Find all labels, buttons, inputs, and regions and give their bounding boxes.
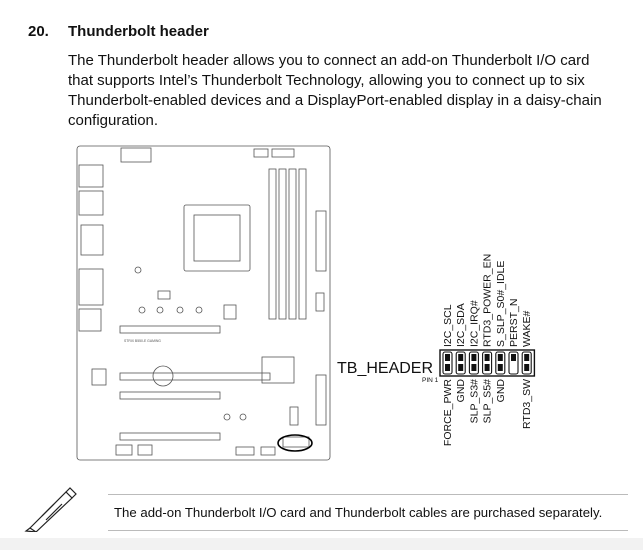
board-outline: [76, 145, 331, 461]
pin: [484, 364, 490, 371]
description-line: configuration.: [68, 112, 159, 129]
pin-cell: [468, 351, 479, 375]
header: [289, 406, 299, 426]
cpu-socket: [183, 204, 251, 272]
screw-hole: [176, 306, 184, 314]
description-line: that supports Intel’s Thunderbolt Techno…: [68, 72, 585, 89]
motherboard-illustration: STRIX B550-E GAMING: [76, 145, 331, 461]
top-pin-label: I2C_SCL: [442, 304, 454, 347]
top-pin-label: I2C_SDA: [455, 303, 467, 347]
top-pin-label: S_SLP_S0#_IDLE: [495, 261, 507, 347]
rear-io-block: [78, 164, 104, 188]
pcie-slot: [119, 432, 221, 441]
pin-array: [439, 349, 536, 377]
rear-io-block: [78, 268, 104, 306]
pin: [497, 354, 503, 361]
rear-io-block: [78, 190, 104, 216]
bottom-pin-label: SLP_S3#: [468, 379, 480, 424]
pin: [471, 364, 477, 371]
section-number: 20.: [28, 23, 49, 40]
bottom-pin-label: FORCE_PWR: [442, 379, 454, 447]
header: [260, 446, 276, 456]
pin: [445, 364, 450, 371]
pin-cell: [482, 351, 493, 375]
pin1-label: PIN 1: [422, 377, 439, 384]
cpu-socket-inner: [193, 214, 241, 262]
pcie-slot: [119, 325, 221, 334]
screw-hole: [138, 306, 146, 314]
audio-chip: [91, 368, 107, 386]
tb-header-callout: [277, 434, 313, 452]
note-top-rule: [108, 494, 628, 495]
description-line: Thunderbolt-enabled devices and a Displa…: [68, 92, 602, 109]
chipset: [261, 356, 295, 384]
rear-io-block: [78, 308, 102, 332]
description-line: The Thunderbolt header allows you to con…: [68, 52, 590, 69]
dimm-slot: [288, 168, 297, 320]
header: [235, 446, 255, 456]
bottom-pin-label: GND: [495, 379, 507, 403]
screw-hole: [239, 413, 247, 421]
pin: [524, 354, 530, 361]
dimm-slot: [268, 168, 277, 320]
pin-cell: [508, 351, 519, 375]
note-bottom-rule: [108, 530, 628, 531]
dimm-slot: [278, 168, 287, 320]
bottom-pin-label: RTD3_SW: [521, 379, 533, 429]
pin-cell: [521, 351, 532, 375]
pin: [484, 354, 490, 361]
pen-icon: [24, 487, 77, 532]
fan-header: [253, 148, 269, 158]
pin: [458, 354, 464, 361]
pin-cell: [455, 351, 466, 375]
tb-header-highlight: [282, 436, 310, 448]
pin-cell: [495, 351, 506, 375]
note-text: The add-on Thunderbolt I/O card and Thun…: [114, 505, 603, 520]
pin-cell: [442, 351, 453, 375]
usb-header: [315, 292, 325, 312]
pcie-slot: [119, 391, 221, 400]
rear-io-block: [80, 224, 104, 256]
pin: [524, 364, 530, 371]
top-pin-label: PERST_N: [508, 299, 520, 347]
top-pin-label: WAKE#: [521, 310, 533, 347]
m2-connector: [223, 304, 237, 320]
atx-power-connector: [315, 210, 327, 272]
screw-hole: [134, 266, 142, 274]
top-pin-label: I2C_IRQ#: [468, 300, 480, 347]
pin: [511, 354, 516, 361]
top-pin-label: RTD3_POWER_EN: [482, 254, 494, 347]
chip: [157, 290, 171, 300]
screw-hole: [223, 413, 231, 421]
tb-header-label: TB_HEADER: [337, 360, 433, 377]
bottom-pin-label: SLP_S5#: [482, 379, 494, 424]
pin: [471, 354, 477, 361]
pcie-slot: [119, 372, 271, 381]
pin: [497, 364, 503, 371]
header-frame: [439, 349, 536, 377]
pin: [458, 364, 464, 371]
screw-hole: [156, 306, 164, 314]
sata-connectors: [315, 374, 327, 426]
pin: [445, 354, 450, 361]
cpu-power-connector: [120, 147, 152, 163]
page-bottom-band: [0, 538, 643, 550]
board-silkscreen: STRIX B550-E GAMING: [124, 339, 161, 343]
section-description: The Thunderbolt header allows you to con…: [68, 51, 628, 131]
capacitor: [152, 365, 174, 387]
debug-led: [137, 444, 153, 456]
section-title: Thunderbolt header: [68, 23, 209, 40]
screw-hole: [195, 306, 203, 314]
bottom-pin-label: GND: [455, 379, 467, 403]
fan-header: [271, 148, 295, 158]
dimm-slot: [298, 168, 307, 320]
header: [115, 444, 133, 456]
